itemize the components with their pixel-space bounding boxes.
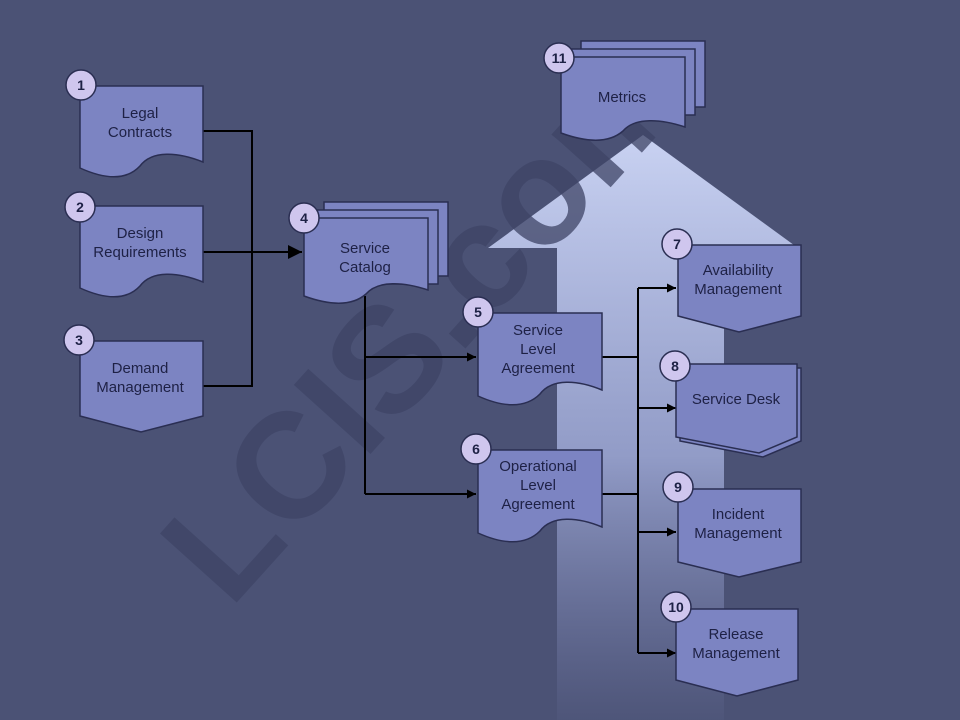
node-service-catalog: Service Catalog 4 <box>288 201 449 304</box>
connectors <box>203 130 676 658</box>
node-availability-management: Availability Management 7 <box>661 228 802 333</box>
node-label: Design <box>117 225 164 242</box>
node-label: Legal <box>122 105 159 122</box>
node-release-management: Release Management 10 <box>660 591 799 697</box>
node-label: Management <box>692 645 780 662</box>
step-number: 5 <box>474 304 482 320</box>
step-badge <box>662 471 694 503</box>
step-badge <box>288 202 320 234</box>
step-number: 6 <box>472 441 480 457</box>
node-label: Service Desk <box>692 391 781 408</box>
node-metrics: Metrics 11 <box>543 40 706 141</box>
node-label: Management <box>96 379 184 396</box>
step-badge <box>543 42 575 74</box>
node-label: Level <box>520 477 556 494</box>
offpage-shape <box>677 244 802 333</box>
node-label: Contracts <box>108 124 172 141</box>
step-badge <box>63 324 95 356</box>
step-number: 4 <box>300 210 308 226</box>
node-operational-level-agreement: Operational Level Agreement 6 <box>460 433 603 543</box>
node-label: Service <box>513 322 563 339</box>
node-incident-management: Incident Management 9 <box>662 471 802 578</box>
step-number: 1 <box>77 77 85 93</box>
document-shape <box>79 205 204 298</box>
step-badge <box>65 69 97 101</box>
step-number: 10 <box>668 599 684 615</box>
step-number: 2 <box>76 199 84 215</box>
document-shape <box>79 85 204 178</box>
step-number: 7 <box>673 236 681 252</box>
node-demand-management: Demand Management 3 <box>63 324 204 433</box>
connector-demand-management <box>203 252 253 387</box>
offpage-shape <box>79 340 204 433</box>
node-label: Management <box>694 525 782 542</box>
step-number: 3 <box>75 332 83 348</box>
node-label: Agreement <box>501 496 575 513</box>
step-badge <box>660 591 692 623</box>
offpage-shape <box>675 608 799 697</box>
document-shape <box>477 312 603 406</box>
document-shape <box>560 56 686 141</box>
node-label: Release <box>708 626 763 643</box>
node-label: Level <box>520 341 556 358</box>
step-number: 8 <box>671 358 679 374</box>
step-badge <box>659 350 691 382</box>
step-badge <box>462 296 494 328</box>
step-badge <box>64 191 96 223</box>
card-shape <box>675 363 798 454</box>
step-badge <box>460 433 492 465</box>
node-label: Incident <box>712 506 765 523</box>
node-design-requirements: Design Requirements 2 <box>64 191 204 298</box>
connector-legal-contracts <box>203 130 253 252</box>
step-badge <box>661 228 693 260</box>
document-shape <box>477 449 603 543</box>
offpage-shape <box>677 488 802 578</box>
document-shape <box>303 217 429 304</box>
node-label: Agreement <box>501 360 575 377</box>
node-label: Metrics <box>598 89 646 106</box>
node-service-desk: Service Desk 8 <box>659 350 802 458</box>
node-label: Requirements <box>93 244 186 261</box>
node-label: Catalog <box>339 259 391 276</box>
node-label: Operational <box>499 458 577 475</box>
node-label: Demand <box>112 360 169 377</box>
step-number: 11 <box>552 50 567 66</box>
node-legal-contracts: Legal Contracts 1 <box>65 69 204 178</box>
step-number: 9 <box>674 479 682 495</box>
node-label: Management <box>694 281 782 298</box>
node-label: Availability <box>703 262 774 279</box>
node-service-level-agreement: Service Level Agreement 5 <box>462 296 603 406</box>
node-label: Service <box>340 240 390 257</box>
